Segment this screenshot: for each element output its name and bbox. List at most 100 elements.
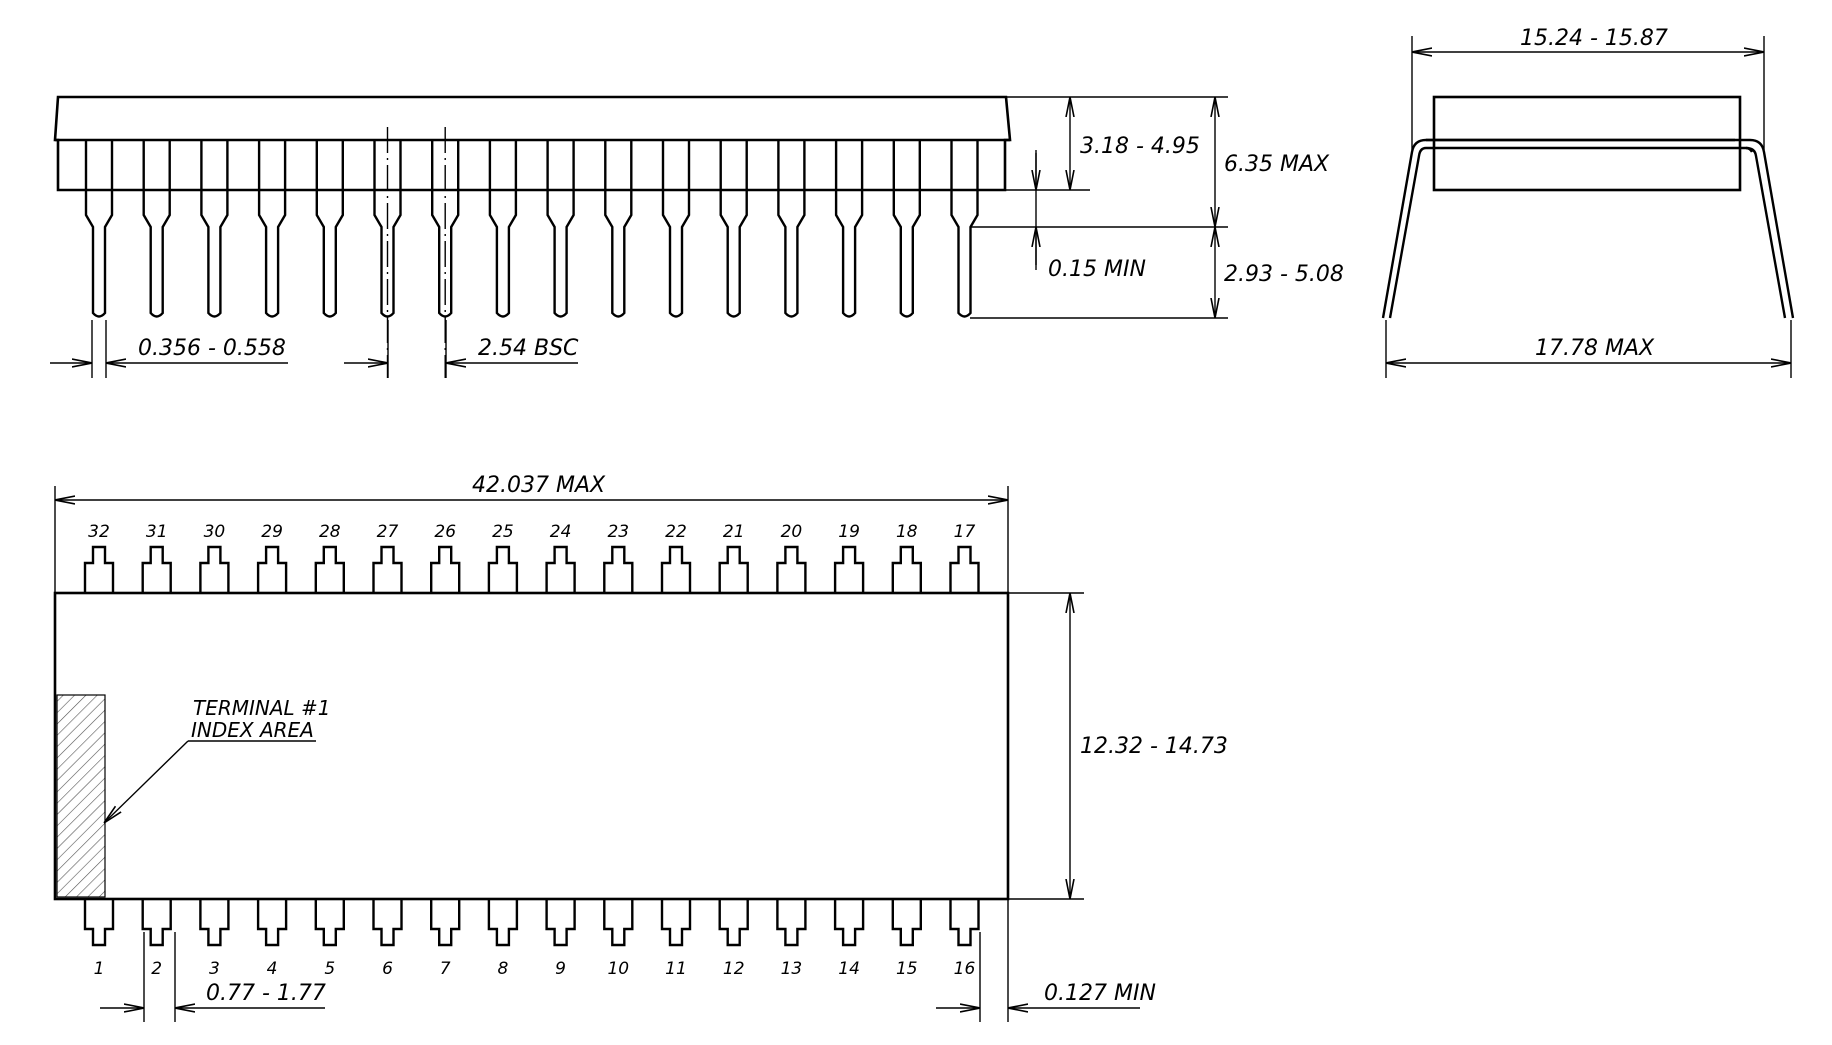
lead-width-label: 0.356 - 0.558	[138, 336, 286, 361]
side-view: 0.356 - 0.558 2.54 BSC 3.18 - 4.95 6.35 …	[50, 95, 1344, 378]
side-body	[53, 95, 1012, 192]
row-spacing-label: 15.24 - 15.87	[1520, 26, 1668, 51]
side-lead	[431, 140, 460, 318]
pin-number: 18	[896, 522, 918, 542]
pin-number: 31	[146, 522, 168, 542]
standoff-label: 0.15 MIN	[1048, 257, 1146, 282]
pad	[256, 899, 288, 947]
pin-number: 12	[723, 959, 745, 979]
pin-number: 21	[723, 522, 745, 542]
bottom-pads	[83, 899, 980, 947]
pad	[314, 545, 345, 593]
pin-number: 29	[261, 522, 283, 542]
pad-width-label: 0.77 - 1.77	[206, 981, 326, 1006]
pin-number: 8	[497, 959, 508, 979]
pad	[199, 899, 230, 947]
body-width-label: 12.32 - 14.73	[1080, 734, 1228, 759]
pad	[430, 899, 461, 947]
side-lead	[488, 140, 518, 318]
end-lead-outline	[1426, 138, 1795, 319]
side-lead	[777, 140, 806, 318]
pad	[487, 899, 519, 947]
pin-number: 23	[607, 522, 629, 542]
pitch-label: 2.54 BSC	[478, 336, 579, 361]
pin-number: 11	[665, 959, 687, 979]
pad	[891, 899, 922, 947]
end-clearance-label: 0.127 MIN	[1044, 981, 1156, 1006]
side-lead	[661, 140, 691, 318]
pad	[141, 545, 172, 593]
pad	[83, 545, 115, 593]
pin-number: 6	[382, 959, 393, 979]
pin-number: 19	[838, 522, 860, 542]
side-leads	[84, 140, 979, 318]
side-lead	[950, 140, 979, 318]
side-lead	[257, 140, 287, 318]
pin-number: 25	[492, 522, 514, 542]
pad	[545, 899, 576, 947]
side-lead	[719, 140, 748, 318]
pin-number: 28	[319, 522, 341, 542]
pin-number: 16	[954, 959, 976, 979]
pad	[487, 545, 519, 593]
pin-number: 7	[440, 959, 451, 979]
pin-number: 9	[555, 959, 566, 979]
end-body	[1432, 95, 1742, 192]
pad	[891, 545, 922, 593]
side-lead	[834, 140, 864, 318]
side-lead	[892, 140, 921, 318]
pin-number: 4	[267, 959, 278, 979]
top-pads	[83, 545, 980, 593]
pad	[141, 899, 172, 947]
pad	[660, 899, 692, 947]
pin-number: 3	[209, 959, 220, 979]
pin-number: 24	[550, 522, 572, 542]
pin-number: 30	[204, 522, 226, 542]
index-label-line1: TERMINAL #1	[193, 696, 331, 720]
pad	[256, 545, 288, 593]
terminal-index-area	[56, 694, 106, 898]
pin-number: 14	[838, 959, 860, 979]
pin-number: 17	[954, 522, 976, 542]
side-lead	[373, 140, 402, 318]
body-length-label: 42.037 MAX	[472, 473, 606, 498]
index-label-line2: INDEX AREA	[191, 718, 314, 742]
pin-number: 5	[324, 959, 335, 979]
pin-number: 20	[781, 522, 803, 542]
pad	[833, 545, 865, 593]
pad	[83, 899, 115, 947]
pin-number: 15	[896, 959, 918, 979]
pin-number: 27	[377, 522, 399, 542]
pad	[372, 899, 403, 947]
pad	[949, 545, 980, 593]
pad	[718, 545, 749, 593]
pad	[603, 899, 634, 947]
pin-number: 1	[94, 959, 105, 979]
side-lead	[315, 140, 344, 318]
side-lead	[84, 140, 114, 318]
pad	[776, 899, 807, 947]
pad	[660, 545, 692, 593]
pin-number: 2	[151, 959, 162, 979]
pin-number: 32	[88, 522, 110, 542]
pin-number: 10	[607, 959, 629, 979]
pad	[199, 545, 230, 593]
overall-width-label: 17.78 MAX	[1535, 336, 1655, 361]
end-view: 15.24 - 15.87 17.78 MAX	[1381, 26, 1795, 378]
pin-number: 22	[665, 522, 687, 542]
lead-length-label: 2.93 - 5.08	[1224, 262, 1344, 287]
side-lead	[546, 140, 575, 318]
seating-height-label: 3.18 - 4.95	[1080, 134, 1200, 159]
top-body	[53, 591, 1010, 901]
pad	[430, 545, 461, 593]
pad	[718, 899, 749, 947]
pin-number: 13	[781, 959, 803, 979]
pad	[949, 899, 980, 947]
side-lead	[200, 140, 229, 318]
pad	[314, 899, 345, 947]
side-lead	[604, 140, 633, 318]
pad	[603, 545, 634, 593]
